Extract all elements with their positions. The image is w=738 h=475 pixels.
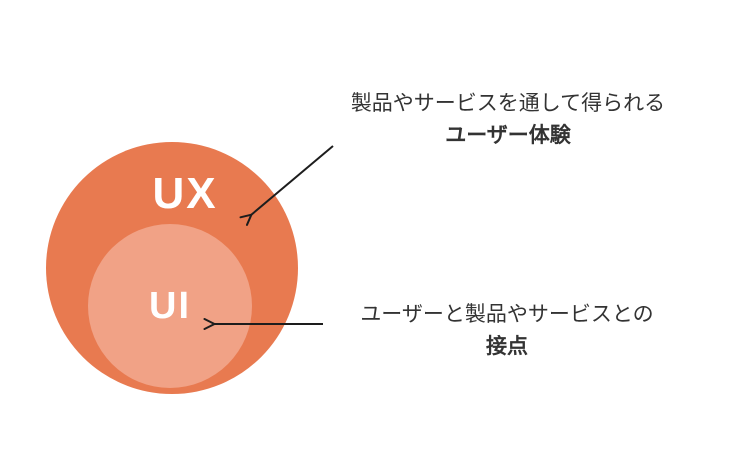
ux-annotation: 製品やサービスを通して得られる ユーザー体験 — [351, 88, 665, 152]
ux-circle-label: UX — [152, 169, 218, 218]
ui-annotation-line1: ユーザーと製品やサービスとの — [360, 303, 654, 326]
ui-circle-label: UI — [149, 285, 191, 327]
ux-annotation-line1: 製品やサービスを通して得られる — [350, 92, 666, 115]
ui-annotation-line2: 接点 — [486, 335, 528, 358]
ux-annotation-line2: ユーザー体験 — [445, 124, 571, 147]
ui-inner-circle — [88, 224, 252, 388]
ui-annotation: ユーザーと製品やサービスとの 接点 — [360, 299, 653, 363]
